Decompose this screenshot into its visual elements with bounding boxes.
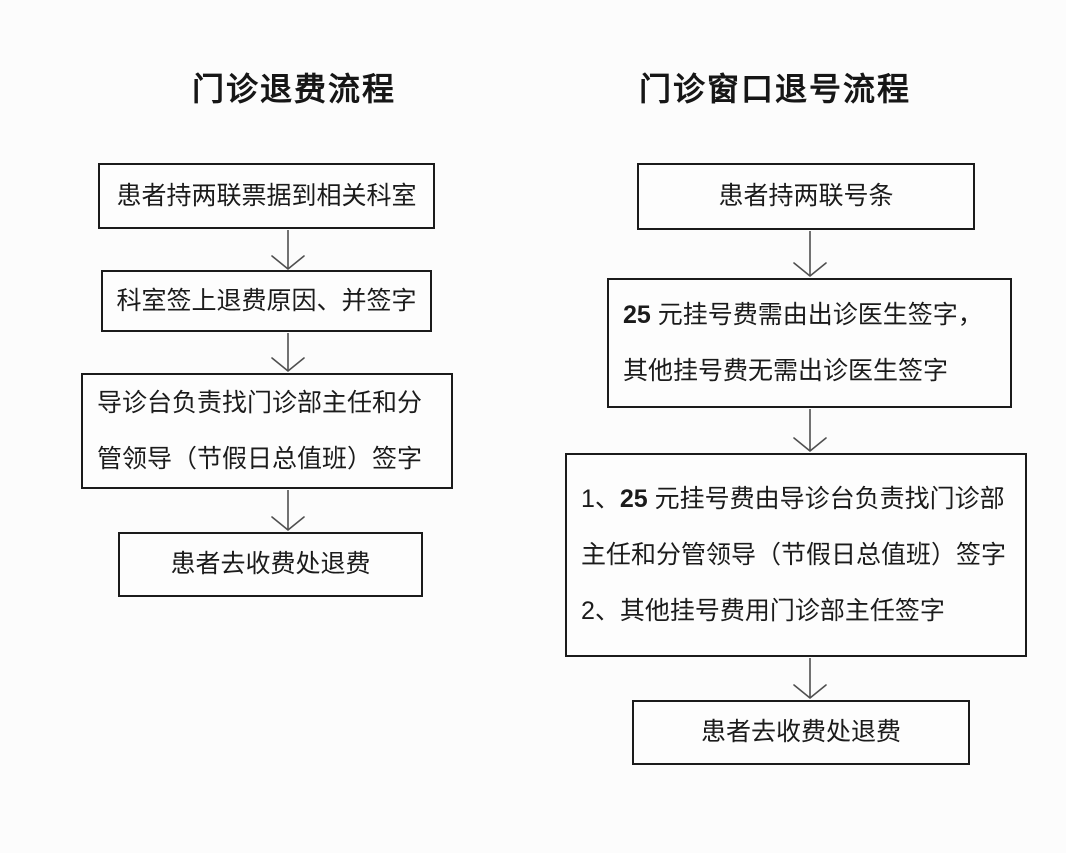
flow-node-patient-slips: 患者持两联号条 (637, 163, 975, 230)
node-text-line2: 主任和分管领导（节假日总值班）签字 (581, 541, 1007, 569)
node-text: 科室签上退费原因、并签字 (116, 286, 417, 315)
flow-node-dept-sign-reason: 科室签上退费原因、并签字 (101, 270, 432, 332)
node-text-line2: 其他挂号费无需出诊医生签字 (623, 357, 949, 385)
node-text: 患者去收费处退费 (170, 550, 371, 579)
down-arrow-icon (271, 230, 305, 270)
down-arrow-icon (793, 231, 827, 277)
node-text: 患者去收费处退费 (700, 718, 901, 747)
node-text-line1: 导诊台负责找门诊部主任和分 (97, 389, 423, 417)
flow-node-refund-at-cashier: 患者去收费处退费 (118, 532, 423, 597)
node-text: 患者持两联票据到相关科室 (116, 181, 417, 210)
down-arrow-icon (271, 333, 305, 372)
flow-node-signature-rules-list: 1、25 元挂号费由导诊台负责找门诊部 主任和分管领导（节假日总值班）签字 2、… (565, 453, 1027, 657)
flow-node-refund-at-cashier: 患者去收费处退费 (632, 700, 970, 765)
node-text: 患者持两联号条 (718, 182, 894, 211)
down-arrow-icon (793, 658, 827, 699)
flow-node-patient-tickets: 患者持两联票据到相关科室 (98, 163, 435, 229)
node-text-line1: 25 元挂号费需由出诊医生签字， (623, 301, 983, 329)
right-flow-title: 门诊窗口退号流程 (638, 71, 911, 107)
node-text-line2: 管领导（节假日总值班）签字 (97, 445, 423, 473)
node-text-line1: 1、25 元挂号费由导诊台负责找门诊部 (581, 485, 1005, 513)
down-arrow-icon (793, 409, 827, 452)
down-arrow-icon (271, 490, 305, 531)
flow-node-guide-desk-sign: 导诊台负责找门诊部主任和分 管领导（节假日总值班）签字 (81, 373, 453, 489)
left-flow-title: 门诊退费流程 (191, 71, 396, 107)
flow-node-doctor-signature-rule: 25 元挂号费需由出诊医生签字， 其他挂号费无需出诊医生签字 (607, 278, 1012, 408)
node-text-line3: 2、其他挂号费用门诊部主任签字 (581, 597, 945, 625)
